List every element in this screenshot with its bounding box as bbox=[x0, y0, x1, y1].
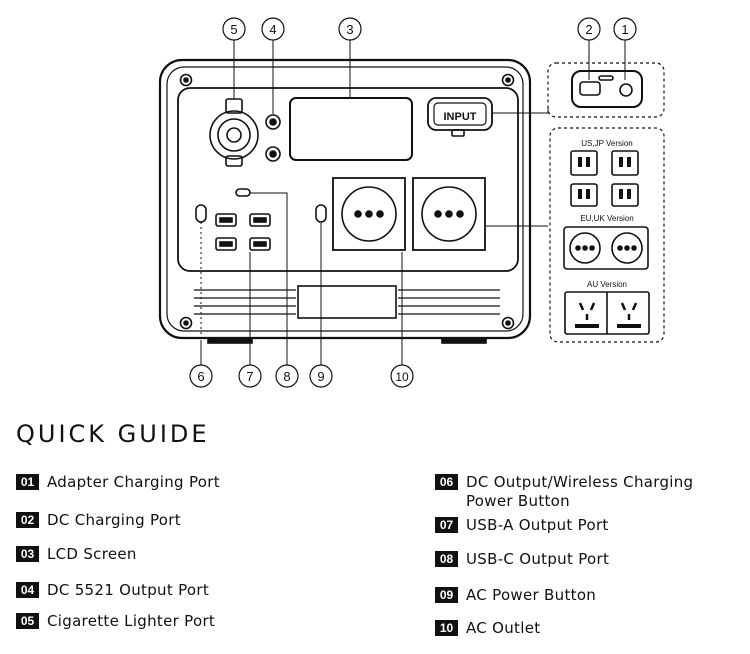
guide-label: AC Outlet bbox=[466, 619, 541, 637]
dc-output-button bbox=[195, 204, 207, 223]
guide-number-badge: 02 bbox=[16, 512, 39, 528]
usb-c-port bbox=[235, 188, 251, 197]
guide-item-03: 03 LCD Screen bbox=[16, 545, 137, 564]
guide-label: LCD Screen bbox=[47, 545, 137, 563]
guide-number-badge: 05 bbox=[16, 613, 39, 629]
callout-5: 5 bbox=[230, 22, 237, 37]
version-au-label: AU Version bbox=[587, 280, 627, 289]
input-panel bbox=[427, 97, 493, 137]
guide-item-08: 08 USB-C Output Port bbox=[435, 550, 609, 569]
guide-item-05: 05 Cigarette Lighter Port bbox=[16, 612, 215, 631]
lcd-screen bbox=[289, 97, 413, 161]
guide-label: AC Power Button bbox=[466, 586, 597, 604]
guide-number-badge: 03 bbox=[16, 546, 39, 562]
dc5521-ports bbox=[265, 114, 281, 162]
guide-label: Adapter Charging Port bbox=[47, 473, 220, 491]
guide-item-09: 09 AC Power Button bbox=[435, 586, 596, 605]
versions-inset bbox=[549, 127, 665, 343]
guide-item-04: 04 DC 5521 Output Port bbox=[16, 581, 209, 600]
guide-item-10: 10 AC Outlet bbox=[435, 619, 540, 638]
device-inner-body bbox=[166, 66, 524, 332]
callout-3: 3 bbox=[346, 22, 353, 37]
guide-label: USB-C Output Port bbox=[466, 550, 610, 568]
bottom-vents bbox=[194, 285, 500, 319]
guide-item-06: 06 DC Output/Wireless Charging Power But… bbox=[435, 473, 716, 511]
power-station-diagram: INPUT bbox=[158, 17, 665, 388]
version-eu-uk-label: EU,UK Version bbox=[580, 214, 633, 223]
guide-label: Cigarette Lighter Port bbox=[47, 612, 216, 630]
cigarette-lighter-port bbox=[209, 98, 259, 167]
ac-outlets bbox=[332, 177, 486, 251]
usb-a-ports bbox=[215, 213, 271, 251]
input-label: INPUT bbox=[444, 111, 477, 123]
callout-7: 7 bbox=[246, 369, 253, 384]
guide-label: DC Charging Port bbox=[47, 511, 181, 529]
guide-label: USB-A Output Port bbox=[466, 516, 609, 534]
callout-1: 1 bbox=[621, 22, 628, 37]
device-body bbox=[158, 58, 532, 340]
callout-6: 6 bbox=[197, 369, 204, 384]
eu-uk-outlets bbox=[563, 226, 649, 270]
guide-item-02: 02 DC Charging Port bbox=[16, 511, 181, 530]
callout-markers bbox=[189, 17, 637, 388]
guide-number-badge: 08 bbox=[435, 551, 458, 567]
quick-guide-title: QUICK GUIDE bbox=[16, 420, 210, 448]
version-us-jp-label: US,JP Version bbox=[581, 139, 632, 148]
callout-8: 8 bbox=[283, 369, 290, 384]
ac-power-button bbox=[315, 204, 327, 223]
foot-left bbox=[207, 337, 253, 344]
guide-label: DC Output/Wireless Charging Power Button bbox=[466, 473, 694, 510]
us-jp-outlets bbox=[570, 150, 639, 207]
foot-right bbox=[441, 337, 487, 344]
guide-number-badge: 09 bbox=[435, 587, 458, 603]
guide-number-badge: 10 bbox=[435, 620, 458, 636]
callout-9: 9 bbox=[317, 369, 324, 384]
front-panel bbox=[177, 87, 519, 272]
callout-2: 2 bbox=[585, 22, 592, 37]
au-outlets bbox=[564, 291, 650, 335]
input-detail-inset bbox=[547, 62, 665, 118]
input-detail-ports bbox=[571, 70, 643, 108]
callout-leaders bbox=[200, 40, 626, 365]
callout-10: 10 bbox=[395, 370, 409, 384]
guide-number-badge: 04 bbox=[16, 582, 39, 598]
guide-label: DC 5521 Output Port bbox=[47, 581, 210, 599]
guide-item-07: 07 USB-A Output Port bbox=[435, 516, 609, 535]
guide-number-badge: 07 bbox=[435, 517, 458, 533]
corner-screws bbox=[179, 73, 515, 330]
guide-item-01: 01 Adapter Charging Port bbox=[16, 473, 220, 492]
guide-number-badge: 06 bbox=[435, 474, 458, 490]
callout-4: 4 bbox=[269, 22, 276, 37]
guide-number-badge: 01 bbox=[16, 474, 39, 490]
